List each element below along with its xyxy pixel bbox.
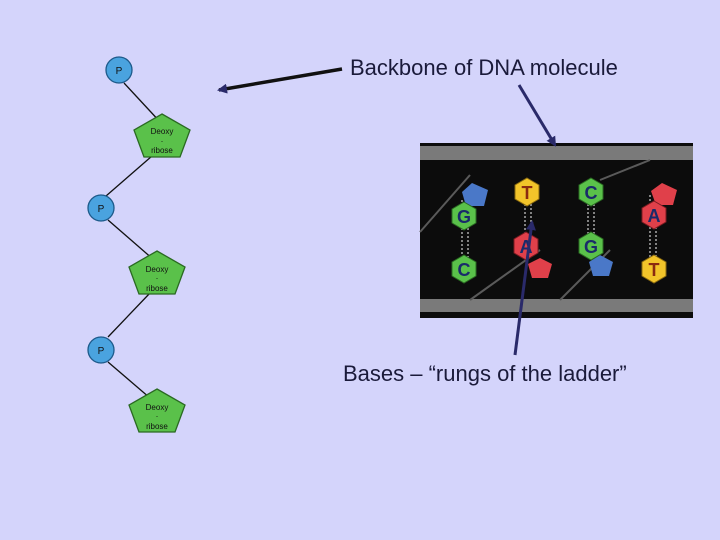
phosphate-label-1: P — [116, 66, 123, 77]
sugar-label-dot-1: - — [161, 139, 163, 145]
base-T-top: T — [514, 177, 540, 207]
phosphate-label-2: P — [98, 204, 105, 215]
sugar-label-dot-3: - — [156, 414, 158, 420]
sugar-label-bottom-1: ribose — [151, 146, 173, 155]
partner-pentagon-4 — [651, 183, 677, 205]
sugar-label-dot-2: - — [156, 276, 158, 282]
sugar-label-top-3: Deoxy — [146, 403, 169, 412]
sugar-label-top-2: Deoxy — [146, 265, 169, 274]
sugar-label-bottom-3: ribose — [146, 422, 168, 431]
phosphate-label-3: P — [98, 346, 105, 357]
base-letter-C: C — [585, 183, 598, 203]
phosphate-node-1: P — [105, 56, 133, 84]
deoxyribose-node-2: Deoxy - ribose — [128, 250, 186, 295]
sugar-label-bottom-2: ribose — [146, 284, 168, 293]
partner-pentagon-2 — [528, 258, 552, 278]
bond-p3-sugar3 — [107, 361, 151, 399]
base-letter-C-bottom: C — [458, 260, 471, 280]
base-letter-A: A — [648, 206, 661, 226]
arrow-to-rungs — [513, 220, 536, 356]
deoxyribose-node-3: Deoxy - ribose — [128, 388, 186, 433]
dna-ladder-panel: G T C A A G C T — [419, 143, 693, 318]
bond-p2-sugar2 — [107, 219, 155, 261]
arrow-to-backbone — [217, 67, 343, 94]
base-C-top: C — [578, 177, 604, 207]
base-T-bottom: T — [641, 254, 667, 284]
base-A-top: A — [641, 200, 667, 230]
bond-sugar1-p2 — [105, 155, 153, 197]
backbone-strand-top — [420, 146, 693, 160]
base-letter-G: G — [457, 207, 471, 227]
base-letter-T-bottom: T — [649, 260, 660, 280]
backbone-caption: Backbone of DNA molecule — [350, 55, 618, 80]
bond-sugar2-p3 — [107, 292, 151, 338]
base-C-bottom: C — [451, 254, 477, 284]
phosphate-node-2: P — [87, 194, 115, 222]
backbone-strand-bottom — [420, 299, 693, 312]
sugar-label-top-1: Deoxy — [151, 127, 174, 136]
base-letter-G-middle: G — [584, 237, 598, 257]
partner-pentagon-1 — [462, 183, 488, 206]
phosphate-node-3: P — [87, 336, 115, 364]
bases-caption: Bases – “rungs of the ladder” — [343, 361, 627, 386]
base-letter-T: T — [522, 183, 533, 203]
base-G-top: G — [451, 201, 477, 231]
arrow-to-ladder — [517, 84, 557, 147]
deoxyribose-node-1: Deoxy - ribose — [133, 113, 191, 158]
base-G-middle: G — [578, 231, 604, 261]
partner-pentagon-3 — [589, 255, 613, 276]
